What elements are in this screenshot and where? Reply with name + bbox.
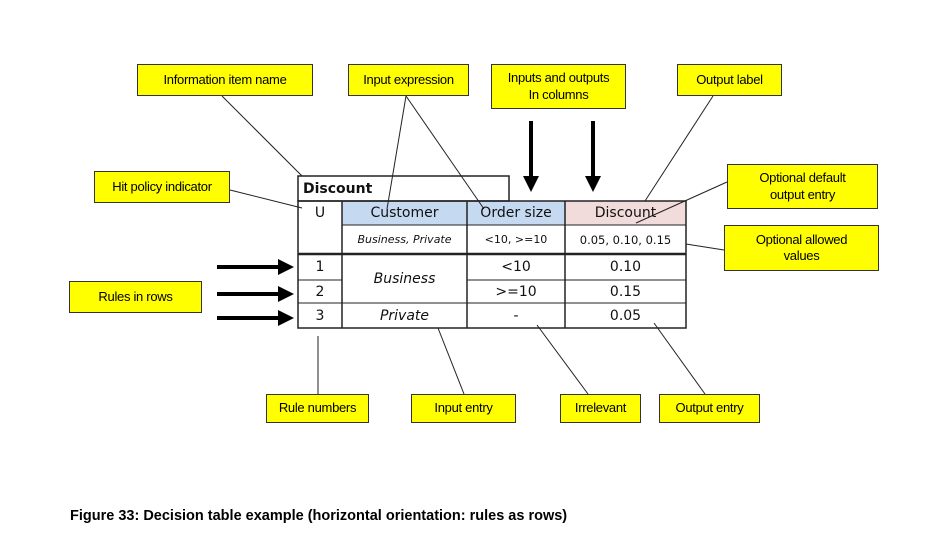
rule-order-size: <10 (501, 259, 531, 275)
hit-policy: U (314, 205, 326, 221)
allowed-customer: Business, Private (357, 233, 452, 246)
callout-optional-allowed-line1: Optional allowed (755, 231, 848, 247)
callout-inputs-outputs: Inputs and outputs In columns (491, 64, 626, 109)
input-header-fill-2 (467, 201, 565, 225)
callout-optional-default-line2: output entry (769, 186, 836, 202)
callout-optional-default-line1: Optional default (759, 170, 846, 186)
rule-discount: 0.15 (609, 283, 642, 300)
rule-number: 3 (315, 307, 325, 324)
callout-rules-in-rows: Rules in rows (69, 281, 202, 313)
header-discount: Discount (594, 205, 657, 221)
input-header-fill (342, 201, 467, 225)
rule-order-size: >=10 (495, 283, 537, 300)
callout-output-label: Output label (677, 64, 782, 96)
header-customer: Customer (370, 205, 439, 221)
rule-discount: 0.05 (609, 307, 642, 324)
callout-optional-default: Optional default output entry (727, 164, 878, 209)
callout-input-expression: Input expression (348, 64, 469, 96)
header-order-size: Order size (480, 205, 552, 221)
callout-inputs-outputs-line2: In columns (528, 86, 589, 102)
callout-input-entry: Input entry (411, 394, 516, 423)
figure-caption: Figure 33: Decision table example (horiz… (70, 508, 568, 524)
rule-order-size: - (513, 307, 519, 324)
rule-discount: 0.10 (609, 259, 642, 275)
callout-inputs-outputs-line1: Inputs and outputs (507, 70, 610, 86)
allowed-order-size: <10, >=10 (484, 233, 548, 246)
rule-customer: Private (379, 307, 430, 324)
decision-table-grid (297, 175, 687, 329)
callout-information-item-name: Information item name (137, 64, 313, 96)
callout-optional-allowed-line2: values (783, 248, 820, 263)
callout-rule-numbers: Rule numbers (266, 394, 369, 423)
column-arrows (523, 121, 601, 192)
rule-customer-merged: Business (373, 270, 436, 287)
rule-number: 1 (315, 259, 325, 275)
callout-output-entry: Output entry (659, 394, 760, 423)
allowed-discount: 0.05, 0.10, 0.15 (579, 232, 672, 247)
callout-optional-allowed: Optional allowed values (724, 225, 879, 271)
leader-lines (221, 95, 728, 395)
row-arrows (217, 259, 294, 326)
output-header-fill (565, 201, 686, 225)
callout-hit-policy-indicator: Hit policy indicator (94, 171, 230, 203)
callout-irrelevant: Irrelevant (560, 394, 641, 423)
table-name: Discount (303, 181, 373, 197)
rule-number: 2 (315, 283, 325, 300)
